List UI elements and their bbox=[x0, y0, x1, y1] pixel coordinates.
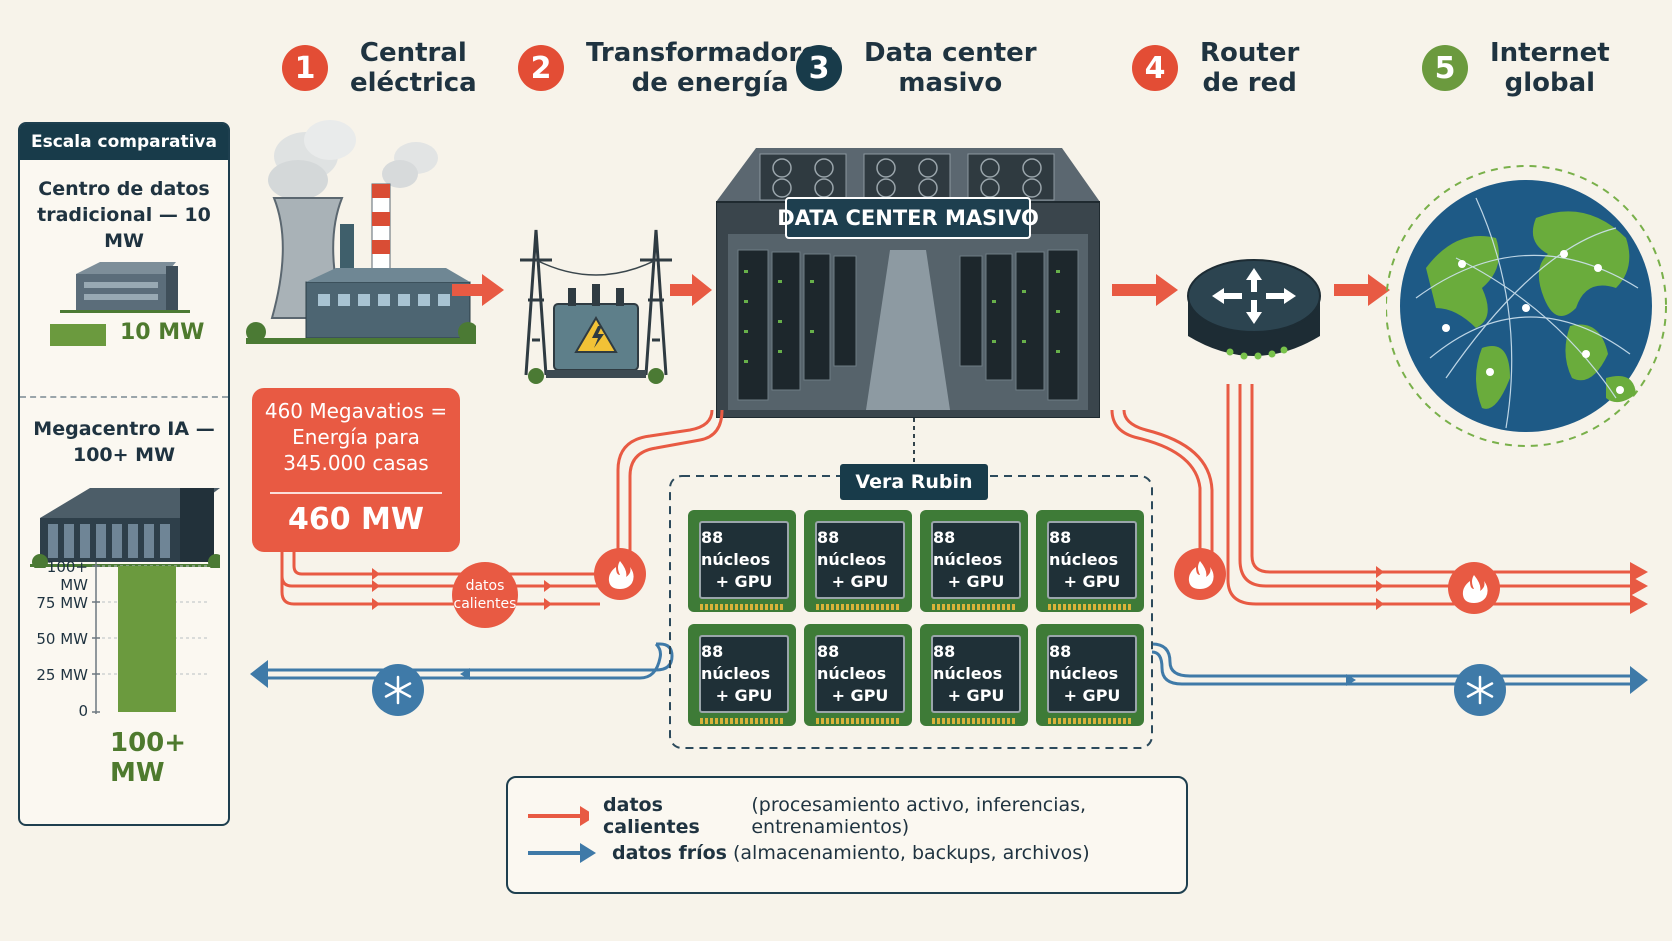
flame-icon-left bbox=[594, 548, 646, 600]
data-center-icon: DATA CENTER MASIVO bbox=[716, 148, 1100, 418]
legend: datos calientes (procesamiento activo, i… bbox=[506, 776, 1188, 894]
chip: 88 núcleos+ GPU bbox=[804, 510, 912, 612]
router-icon bbox=[1187, 259, 1321, 360]
traditional-bar-label: 10 MW bbox=[120, 320, 205, 345]
datacenter-sign: DATA CENTER MASIVO bbox=[777, 206, 1039, 230]
step-1-number: 1 bbox=[282, 45, 328, 91]
small-datacenter-icon bbox=[60, 262, 190, 313]
snowflake-icon-left bbox=[372, 664, 424, 716]
chart-tick-0: 0 bbox=[78, 702, 88, 720]
flow-arrow-4 bbox=[1334, 274, 1390, 306]
panel-divider bbox=[20, 396, 228, 398]
globe-icon bbox=[1386, 165, 1667, 447]
power-plant-icon bbox=[246, 120, 476, 344]
step-3-number: 3 bbox=[796, 45, 842, 91]
traditional-bar bbox=[50, 324, 106, 346]
large-datacenter-icon bbox=[30, 488, 220, 568]
step-4-number: 4 bbox=[1132, 45, 1178, 91]
hot-arrow-icon bbox=[528, 806, 590, 826]
chart-tick-75: 75 MW bbox=[36, 594, 88, 612]
mega-caption: Megacentro IA —100+ MW bbox=[33, 418, 215, 466]
legend-cold-desc: (almacenamiento, backups, archivos) bbox=[733, 842, 1090, 864]
transformer-icon bbox=[520, 229, 672, 384]
power-box-value: 460 MW bbox=[287, 502, 424, 537]
mega-bar bbox=[118, 566, 176, 712]
chip: 88 núcleos+ GPU bbox=[688, 510, 796, 612]
chip: 88 núcleos+ GPU bbox=[1036, 624, 1144, 726]
chip: 88 núcleos+ GPU bbox=[688, 624, 796, 726]
legend-cold: datos fríos (almacenamiento, backups, ar… bbox=[528, 840, 1090, 866]
vera-rubin-label: Vera Rubin bbox=[840, 464, 988, 500]
flow-arrow-1 bbox=[452, 274, 504, 306]
mega-bar-label: 100+ MW bbox=[110, 728, 187, 788]
cold-arrow-icon bbox=[528, 843, 596, 863]
legend-cold-term: datos fríos bbox=[612, 842, 727, 864]
flow-arrow-3 bbox=[1112, 274, 1178, 306]
flow-arrow-2 bbox=[670, 274, 712, 306]
chip: 88 núcleos+ GPU bbox=[920, 510, 1028, 612]
step-2-number: 2 bbox=[518, 45, 564, 91]
snowflake-icon-right bbox=[1454, 664, 1506, 716]
chart-tick-100: 100+ MW bbox=[46, 558, 88, 594]
flame-icon-mid bbox=[1174, 548, 1226, 600]
legend-hot-term: datos calientes bbox=[603, 794, 700, 838]
chart-tick-50: 50 MW bbox=[36, 630, 88, 648]
flame-icon-right bbox=[1448, 562, 1500, 614]
step-5-number: 5 bbox=[1422, 45, 1468, 91]
power-box-divider bbox=[270, 492, 442, 494]
chart-tick-25: 25 MW bbox=[36, 666, 88, 684]
chip: 88 núcleos+ GPU bbox=[804, 624, 912, 726]
legend-hot-desc: (procesamiento activo, inferencias, entr… bbox=[751, 794, 1087, 838]
scale-panel-title: Escala comparativa bbox=[20, 124, 228, 160]
legend-hot: datos calientes (procesamiento activo, i… bbox=[528, 794, 1186, 838]
mini-chart-axes bbox=[92, 562, 208, 714]
chip: 88 núcleos+ GPU bbox=[1036, 510, 1144, 612]
chip: 88 núcleos+ GPU bbox=[920, 624, 1028, 726]
